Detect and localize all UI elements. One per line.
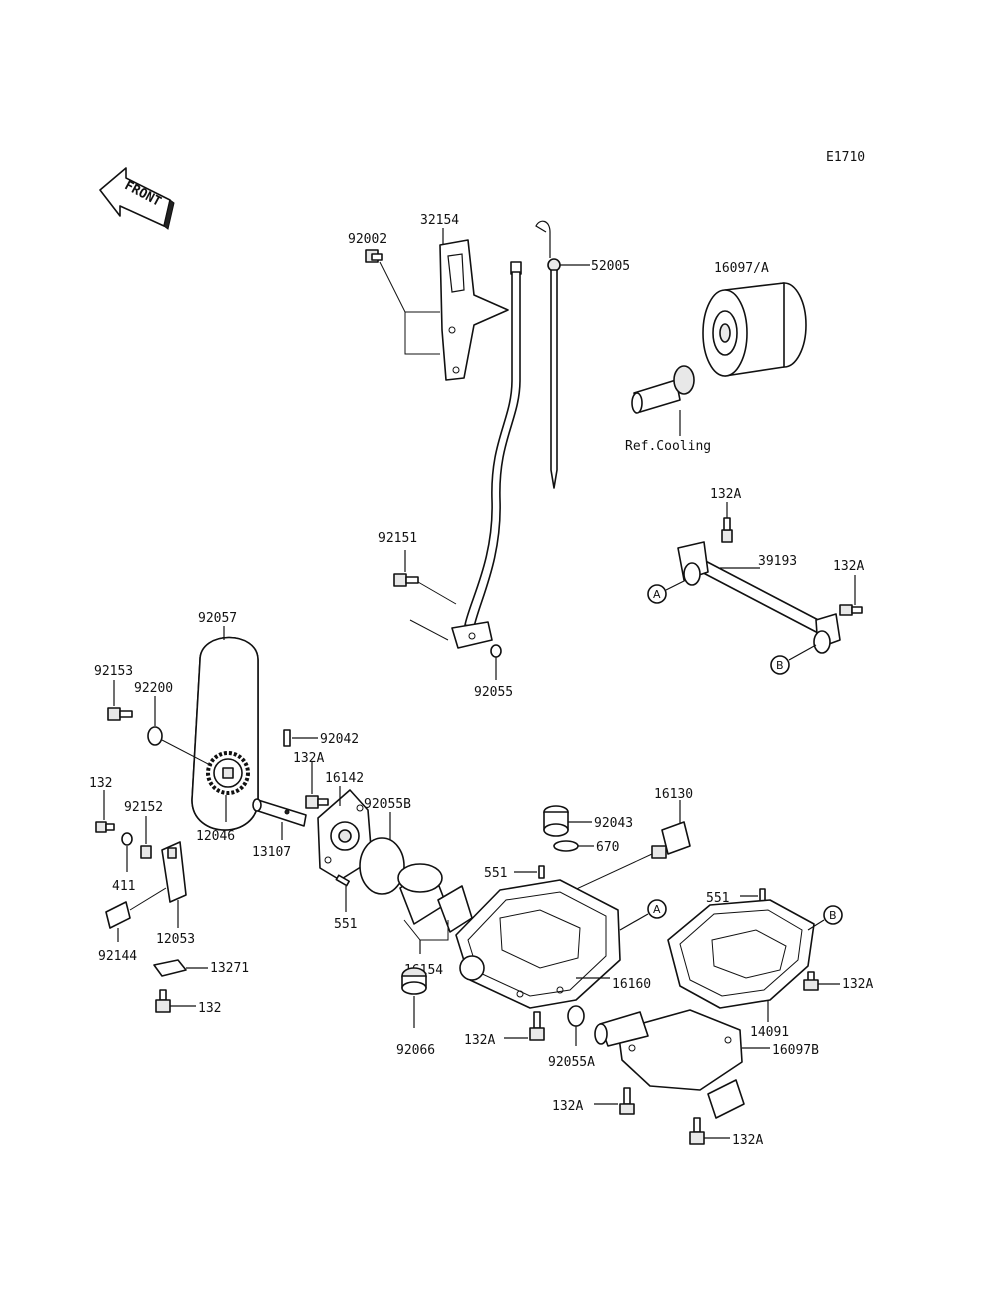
svg-text:A: A: [653, 588, 661, 601]
label-16160: 16160: [612, 977, 651, 992]
bolt-132a-6-icon: [619, 1087, 635, 1115]
label-52005: 52005: [591, 259, 630, 274]
tensioner-12053: [161, 841, 187, 903]
label-16097b: 16097B: [772, 1043, 819, 1058]
oil-fitting: [631, 365, 695, 414]
oil-filler-pipe: [451, 261, 522, 649]
label-12053: 12053: [156, 932, 195, 947]
oring-670-icon: [553, 840, 579, 852]
label-92055: 92055: [474, 685, 513, 700]
label-16142: 16142: [325, 771, 364, 786]
label-92200: 92200: [134, 681, 173, 696]
bolt-132a-5-icon: [803, 971, 819, 991]
label-13271: 13271: [210, 961, 249, 976]
label-132a-3: 132A: [293, 751, 324, 766]
bolt-132a-1-icon: [721, 517, 733, 543]
label-92002: 92002: [348, 232, 387, 247]
ref-marker-a-2: A: [647, 899, 667, 919]
diagram-code: E1710: [826, 150, 865, 165]
label-39193: 39193: [758, 554, 797, 569]
ref-cooling-label: Ref.Cooling: [625, 439, 711, 454]
bolt-92151-icon: [393, 573, 419, 587]
label-132a-7: 132A: [732, 1133, 763, 1148]
svg-text:B: B: [829, 909, 837, 922]
label-132a-5: 132A: [842, 977, 873, 992]
chain-92057: [191, 636, 259, 831]
label-92066: 92066: [396, 1043, 435, 1058]
bolt-132a-3-icon: [305, 795, 329, 809]
label-132-2: 132: [198, 1001, 221, 1016]
label-92043: 92043: [594, 816, 633, 831]
label-92153: 92153: [94, 664, 133, 679]
plug-92066-icon: [401, 967, 427, 995]
bolt-132-1-icon: [95, 821, 115, 833]
label-92055b: 92055B: [364, 797, 411, 812]
label-92152: 92152: [124, 800, 163, 815]
pin-92042-icon: [283, 729, 291, 747]
switch-16130: [651, 821, 691, 859]
label-132a-6: 132A: [552, 1099, 583, 1114]
label-92057: 92057: [198, 611, 237, 626]
shaft-13107: [252, 798, 307, 827]
front-arrow-icon: FRONT: [99, 167, 175, 230]
bolt-132a-4-icon: [529, 1011, 545, 1041]
ref-marker-b-1: B: [770, 655, 790, 675]
bolt-132-2-icon: [155, 989, 171, 1013]
label-92144: 92144: [98, 949, 137, 964]
oil-pipe-39193: [677, 541, 841, 654]
label-132-1: 132: [89, 776, 112, 791]
rotor-16154: [397, 863, 473, 933]
collar-92043-icon: [543, 805, 569, 837]
label-551-1: 551: [334, 917, 357, 932]
oring-92055b-icon: [359, 837, 405, 895]
bracket-32154: [439, 239, 509, 381]
plate-13271-icon: [153, 959, 187, 977]
label-32154: 32154: [420, 213, 459, 228]
bolt-92002-icon: [365, 249, 383, 263]
label-132a-2: 132A: [833, 559, 864, 574]
label-13107: 13107: [252, 845, 291, 860]
ref-marker-b-2: B: [823, 905, 843, 925]
label-14091: 14091: [750, 1025, 789, 1040]
label-92042: 92042: [320, 732, 359, 747]
label-551-2: 551: [484, 866, 507, 881]
bolt-132a-7-icon: [689, 1117, 705, 1145]
pin-551-1-icon: [335, 874, 350, 887]
washer-411-icon: [121, 832, 133, 846]
oring-92055a-icon: [567, 1005, 585, 1027]
label-16097a: 16097/A: [714, 261, 769, 276]
svg-text:B: B: [776, 659, 784, 672]
pump-cover-16142: [317, 789, 373, 881]
oring-92055-icon: [490, 644, 502, 658]
label-132a-4: 132A: [464, 1033, 495, 1048]
cover-14091: [667, 899, 815, 1009]
label-16130: 16130: [654, 787, 693, 802]
label-92055a: 92055A: [548, 1055, 595, 1070]
pin-551-3-icon: [759, 888, 766, 902]
label-92151: 92151: [378, 531, 417, 546]
oil-filter-16097a: [702, 282, 807, 377]
label-132a-1: 132A: [710, 487, 741, 502]
dipstick-52005: [535, 220, 561, 489]
cover-16097b: [594, 1009, 745, 1119]
housing-16160: [455, 879, 621, 1009]
pin-551-2-icon: [538, 865, 545, 879]
label-411: 411: [112, 879, 135, 894]
nut-92152-icon: [140, 845, 152, 859]
spring-92144-icon: [105, 901, 131, 929]
washer-92200-icon: [147, 726, 163, 746]
svg-text:A: A: [653, 903, 661, 916]
label-670: 670: [596, 840, 619, 855]
sprocket-12046: [206, 751, 250, 795]
label-551-3: 551: [706, 891, 729, 906]
ref-marker-a-1: A: [647, 584, 667, 604]
bolt-92153-icon: [107, 707, 133, 721]
bolt-132a-2-icon: [839, 604, 863, 616]
label-12046: 12046: [196, 829, 235, 844]
